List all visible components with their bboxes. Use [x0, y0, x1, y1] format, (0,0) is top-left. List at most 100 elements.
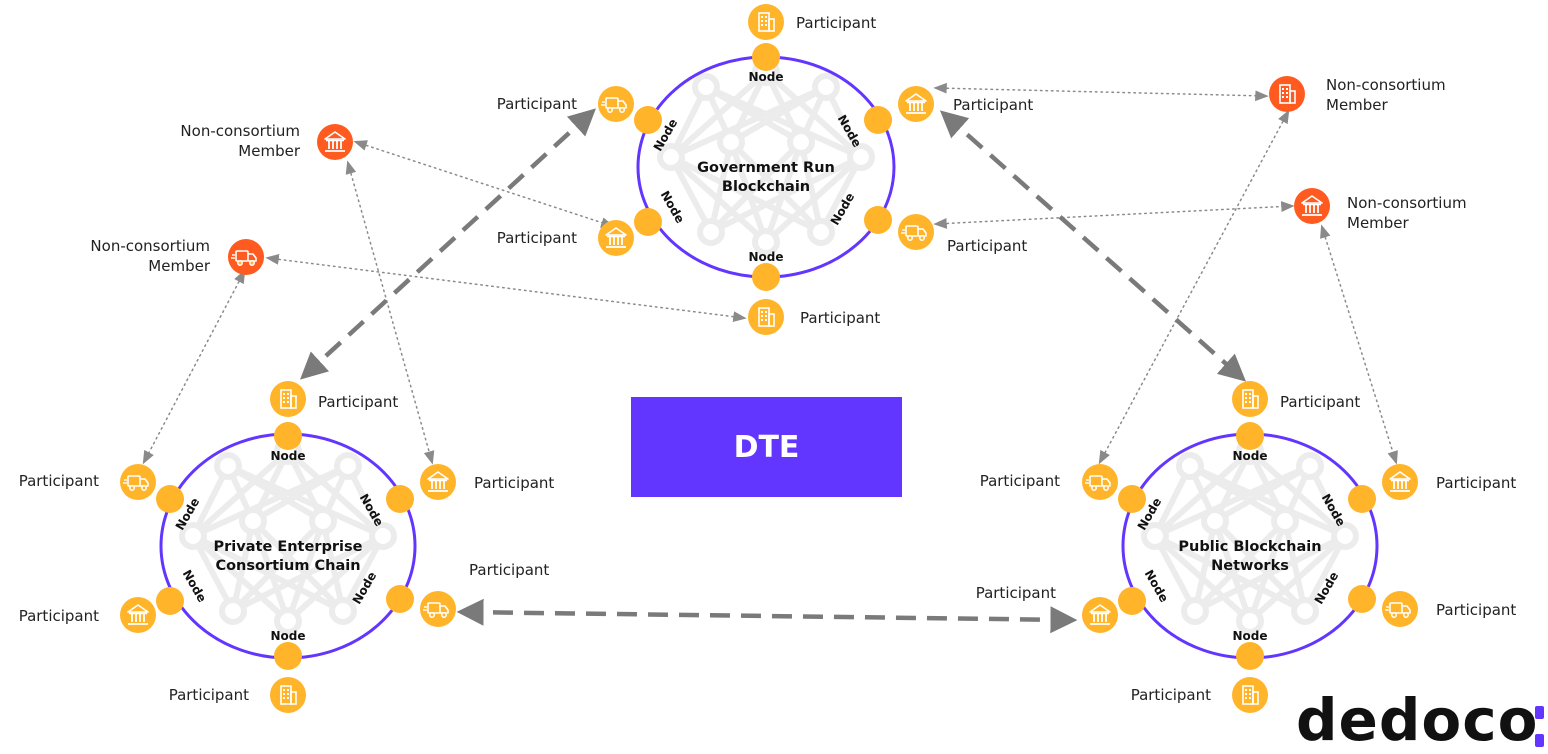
participant-label: Participant [318, 393, 398, 411]
dte-label: DTE [733, 429, 800, 465]
participant-badge [898, 86, 934, 122]
non-consortium-member-label: Non-consortium [1347, 194, 1467, 212]
participant-badge [420, 591, 456, 627]
building-icon [1279, 84, 1296, 104]
truck-icon [423, 602, 449, 618]
participant-label: Participant [1436, 474, 1516, 492]
truck-icon [1085, 475, 1111, 491]
participant-badge [120, 464, 156, 500]
node-dot [1118, 485, 1146, 513]
building-icon [758, 307, 775, 327]
participant-label: Participant [497, 95, 577, 113]
participant-badge [598, 220, 634, 256]
bank-icon [427, 471, 449, 492]
participant-label: Participant [169, 686, 249, 704]
participant-label: Participant [1280, 393, 1360, 411]
node-label: Node [180, 567, 210, 604]
node-dot [864, 206, 892, 234]
bank-icon [127, 604, 149, 625]
building-icon [280, 389, 297, 409]
network-title: Private Enterprise [214, 539, 363, 555]
node-dot [864, 106, 892, 134]
node-label: Node [1232, 449, 1267, 463]
truck-icon [601, 97, 627, 113]
participant-badge [1082, 597, 1118, 633]
dte-box: DTE [631, 397, 902, 497]
node-label: Node [748, 250, 783, 264]
participant-badge [748, 4, 784, 40]
network-mesh-graphic [657, 58, 875, 256]
node-dot [274, 422, 302, 450]
participant-label: Participant [980, 472, 1060, 490]
network-bridge-arrow [939, 110, 1247, 382]
node-dot [274, 642, 302, 670]
network-title: Government Run [697, 160, 835, 176]
node-dot [1236, 422, 1264, 450]
non-consortium-member-label: Non-consortium [180, 122, 300, 140]
participant-label: Participant [796, 14, 876, 32]
non-consortium-member-badge [1269, 76, 1305, 112]
dotted-connection [1320, 224, 1398, 465]
node-label: Node [270, 449, 305, 463]
node-dot [634, 106, 662, 134]
participant-label: Participant [19, 472, 99, 490]
bank-icon [1089, 604, 1111, 625]
participant-label: Participant [497, 229, 577, 247]
participant-label: Participant [947, 237, 1027, 255]
node-dot [156, 587, 184, 615]
node-label: Node [270, 629, 305, 643]
non-consortium-member-badge [228, 239, 264, 275]
non-consortium-member-label: Member [238, 142, 301, 160]
node-label: Node [658, 188, 688, 225]
node-dot [752, 43, 780, 71]
bank-icon [1389, 471, 1411, 492]
dotted-connection [933, 82, 1269, 102]
participant-badge [898, 214, 934, 250]
participant-label: Participant [474, 474, 554, 492]
non-consortium-member-label: Member [1347, 214, 1410, 232]
non-consortium-member-badge [1294, 188, 1330, 224]
brand-wordmark: dedoco [1296, 686, 1539, 754]
node-dot [634, 208, 662, 236]
participant-label: Participant [953, 96, 1033, 114]
truck-icon [231, 250, 257, 266]
truck-icon [1385, 602, 1411, 618]
participant-badge [270, 677, 306, 713]
non-consortium-member-label: Member [148, 257, 211, 275]
participant-badge [1232, 677, 1268, 713]
building-icon [1242, 389, 1259, 409]
participant-badge [120, 597, 156, 633]
non-consortium-member-label: Non-consortium [1326, 76, 1446, 94]
participant-badge [598, 86, 634, 122]
node-dot [1118, 587, 1146, 615]
node-label: Node [1232, 629, 1267, 643]
dotted-connection [142, 269, 246, 465]
non-consortium-member-label: Member [1326, 96, 1389, 114]
bank-icon [605, 227, 627, 248]
node-dot [1348, 585, 1376, 613]
participant-label: Participant [19, 607, 99, 625]
participant-badge [1382, 464, 1418, 500]
node-dot [386, 485, 414, 513]
node-dot [156, 485, 184, 513]
bank-icon [324, 131, 346, 152]
dotted-connection [345, 160, 435, 465]
dedoco-logo: dedoco [1296, 688, 1546, 752]
building-icon [280, 685, 297, 705]
participant-label: Participant [800, 309, 880, 327]
dotted-connection [933, 201, 1295, 229]
truck-icon [123, 475, 149, 491]
bank-icon [905, 93, 927, 114]
non-consortium-member-label: Non-consortium [90, 237, 210, 255]
node-dot [1348, 485, 1376, 513]
participant-label: Participant [1436, 601, 1516, 619]
participant-badge [420, 464, 456, 500]
participant-badge [270, 381, 306, 417]
network-title: Blockchain [722, 179, 810, 195]
participant-label: Participant [976, 584, 1056, 602]
network-bridge-arrow [300, 108, 596, 380]
non-consortium-member-badge [317, 124, 353, 160]
network-bridge-arrow [456, 598, 1078, 634]
node-dot [1236, 642, 1264, 670]
